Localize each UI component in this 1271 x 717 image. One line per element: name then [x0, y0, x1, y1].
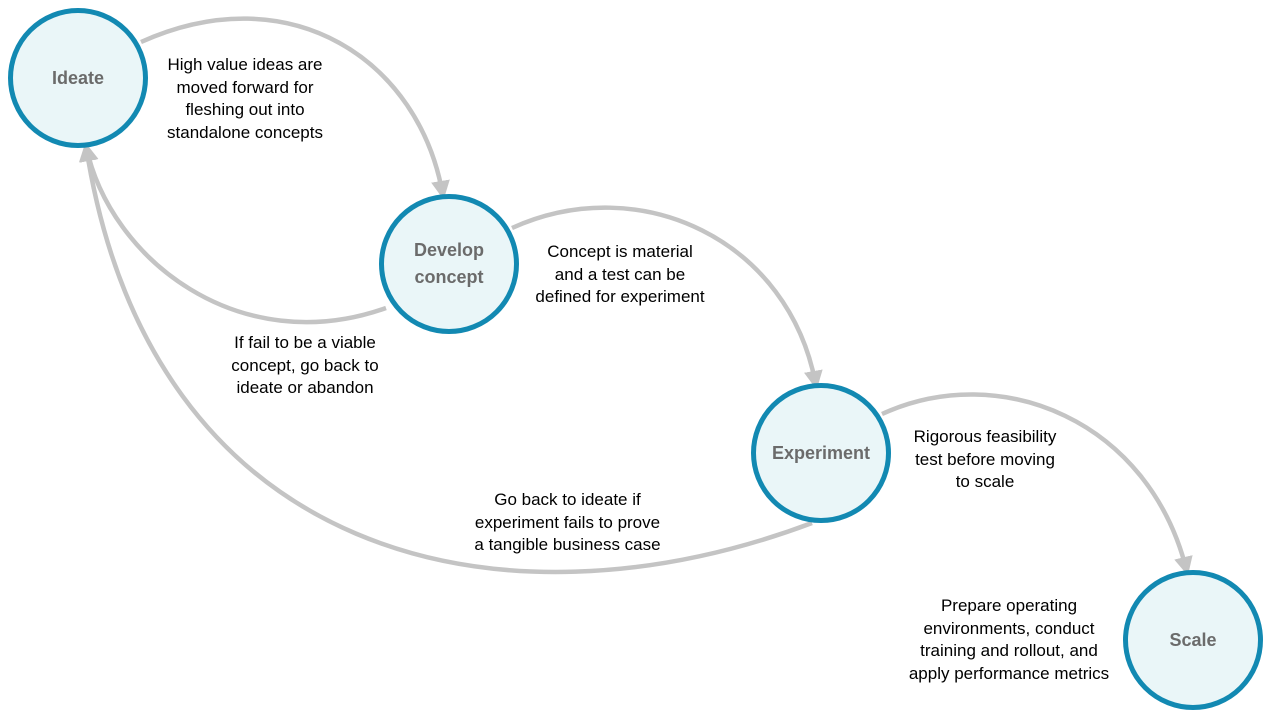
arrow-ideate-to-develop	[140, 16, 450, 200]
ideate-label: Ideate	[51, 67, 105, 88]
ideate-node: Ideate	[8, 8, 148, 148]
develop-back-to-ideate-note: If fail to be a viable concept, go back …	[231, 333, 379, 397]
scale-node: Scale	[1123, 570, 1263, 710]
ideate-to-develop-note: High value ideas are moved forward for f…	[167, 55, 323, 142]
scale-label: Scale	[1169, 629, 1217, 650]
experiment-back-to-ideate-note: Go back to ideate if experiment fails to…	[474, 490, 661, 554]
develop-to-experiment-note: Concept is material and a test can be de…	[535, 242, 705, 306]
arrow-develop-to-experiment	[511, 205, 823, 390]
arrow-develop-back-to-ideate	[79, 142, 387, 325]
develop-concept-label: Develop concept	[413, 240, 485, 287]
scale-description-note: Prepare operating environments, conduct …	[908, 596, 1110, 683]
develop-concept-node: Develop concept	[379, 194, 519, 334]
arrow-experiment-back-to-ideate	[78, 142, 813, 575]
experiment-node: Experiment	[751, 383, 891, 523]
experiment-to-scale-note: Rigorous feasibility test before moving …	[913, 427, 1057, 491]
experiment-label: Experiment	[771, 442, 871, 463]
arrow-experiment-to-scale	[881, 392, 1193, 576]
